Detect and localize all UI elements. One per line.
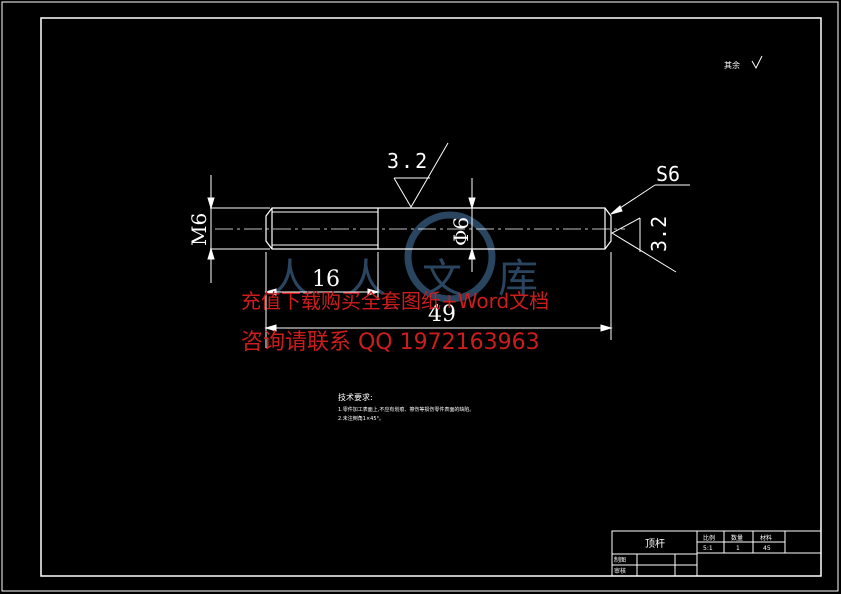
tech-req-title: 技术要求:: [338, 392, 373, 402]
title-block-header-scale: 比例: [703, 534, 715, 542]
total-length-dimension: [264, 252, 613, 340]
title-block-header-qty: 数量: [731, 534, 743, 542]
title-block-part-name: 顶杆: [645, 538, 665, 550]
chamfer-label: S6: [656, 162, 680, 186]
chamfer-leader: [610, 184, 690, 215]
diameter-dimension: [468, 178, 476, 272]
diameter-label: Φ6: [449, 217, 473, 246]
watermark-logo-text: 人人文库: [270, 256, 574, 302]
general-roughness-label: 其余: [724, 60, 740, 70]
thread-length-label: 16: [312, 267, 340, 292]
roughness-right-value: 3.2: [647, 216, 671, 252]
title-block: [611, 530, 822, 577]
title-block-value-qty: 1: [736, 545, 740, 552]
watermark-line-2: 咨询请联系 QQ 1972163963: [241, 330, 540, 355]
title-block-value-scale: 5:1: [703, 545, 713, 552]
title-block-value-material: 45: [763, 545, 771, 552]
title-block-drawn-label: 制图: [614, 556, 626, 564]
inner-frame: [40, 17, 822, 577]
roughness-top-value: 3.2: [387, 149, 429, 173]
title-block-header-material: 材料: [760, 534, 772, 542]
general-roughness-note: 其余: [724, 55, 763, 70]
roughness-symbol-small: [751, 55, 763, 70]
part-outline: [265, 207, 612, 250]
tech-req-item-2: 2.未注倒角1×45°。: [338, 415, 384, 422]
thread-length-dimension: [264, 252, 380, 348]
thread-label: M6: [187, 213, 211, 246]
thread-dimension: [207, 175, 270, 283]
roughness-symbol-right: [610, 217, 677, 273]
total-length-label: 49: [428, 302, 456, 327]
roughness-symbol-top: [393, 142, 449, 208]
watermark-logo: 人人文库: [270, 211, 574, 303]
tech-req-item-1: 1.零件加工表面上,不应有划痕、擦伤等损伤零件表面的缺陷。: [338, 406, 474, 413]
title-block-checked-label: 审核: [614, 567, 626, 575]
technical-requirements: 技术要求: 1.零件加工表面上,不应有划痕、擦伤等损伤零件表面的缺陷。 2.未注…: [338, 392, 474, 422]
watermark-line-1: 充值下载购买全套图纸+Word文档: [241, 289, 550, 313]
